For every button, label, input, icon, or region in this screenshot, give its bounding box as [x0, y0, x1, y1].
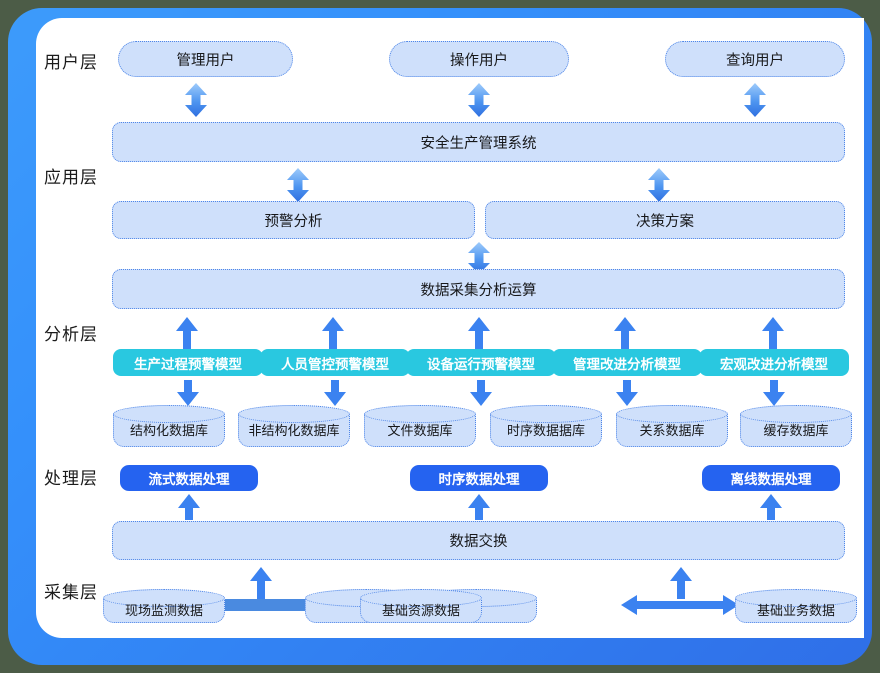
arrow-up-model-5 [760, 316, 786, 350]
user-actor-box-1[interactable]: 管理用户 [118, 41, 293, 77]
analysis-model-label-2: 人员管控预警模型 [281, 356, 389, 372]
database-cylinder-1[interactable]: 结构化数据库 [113, 405, 225, 447]
analysis-model-label-5: 宏观改进分析模型 [720, 356, 828, 372]
analysis-engine-label: 数据采集分析运算 [420, 282, 537, 299]
analysis-model-pill-2[interactable]: 人员管控预警模型 [260, 349, 410, 376]
processor-label-3: 离线数据处理 [730, 472, 812, 487]
application-module-label-2: 决策方案 [636, 213, 694, 230]
processor-pill-2[interactable]: 时序数据处理 [410, 465, 548, 491]
arrow-up-processor-1 [177, 493, 201, 521]
application-module-label-1: 预警分析 [264, 213, 323, 230]
arrow-double-app-2 [645, 167, 673, 203]
arrow-double-engine [465, 241, 493, 275]
arrow-down-db-3 [469, 379, 493, 407]
connector-bar-left [222, 599, 322, 611]
analysis-model-label-1: 生产过程预警模型 [134, 356, 242, 372]
user-actor-label-2: 操作用户 [450, 52, 508, 69]
cylinder-top [113, 405, 225, 423]
arrow-double-user-1 [182, 82, 210, 118]
analysis-model-pill-5[interactable]: 宏观改进分析模型 [699, 349, 849, 376]
processor-label-1: 流式数据处理 [148, 472, 230, 487]
application-module-box-2[interactable]: 决策方案 [485, 201, 845, 239]
system-label: 安全生产管理系统 [420, 135, 537, 152]
layer-label-application: 应用层 [44, 168, 98, 187]
arrow-double-app-1 [284, 167, 312, 203]
user-actor-box-3[interactable]: 查询用户 [665, 41, 845, 77]
cylinder-top [735, 589, 857, 607]
layer-label-collection: 采集层 [44, 583, 98, 602]
database-label-5: 关系数据库 [639, 422, 705, 438]
analysis-model-label-3: 设备运行预警模型 [427, 356, 535, 372]
analysis-model-pill-3[interactable]: 设备运行预警模型 [406, 349, 556, 376]
data-exchange-label: 数据交换 [449, 534, 508, 550]
arrow-up-model-1 [174, 316, 200, 350]
cylinder-top [103, 589, 225, 607]
arrow-up-source-2 [668, 566, 694, 600]
cylinder-top [238, 405, 350, 423]
arrow-double-user-2 [465, 82, 493, 118]
database-label-1: 结构化数据库 [129, 422, 208, 438]
data-exchange-box[interactable]: 数据交换 [112, 521, 845, 560]
source-cylinder-1[interactable]: 现场监测数据 [103, 589, 225, 623]
arrow-up-processor-3 [759, 493, 783, 521]
user-actor-label-1: 管理用户 [176, 52, 235, 69]
arrow-down-db-1 [176, 379, 200, 407]
arrow-down-db-2 [323, 379, 347, 407]
database-label-2: 非结构化数据库 [248, 422, 340, 438]
user-actor-box-2[interactable]: 操作用户 [389, 41, 569, 77]
arrow-up-model-2 [320, 316, 346, 350]
cylinder-top [616, 405, 728, 423]
arrow-up-model-3 [466, 316, 492, 350]
user-actor-label-3: 查询用户 [726, 52, 784, 69]
source-cylinder-3[interactable]: 基础业务数据 [735, 589, 857, 623]
source-label-1: 现场监测数据 [124, 602, 203, 618]
source-cylinder-2b[interactable]: 基础资源数据 [360, 589, 482, 623]
database-cylinder-6[interactable]: 缓存数据库 [740, 405, 852, 447]
layer-label-user: 用户层 [44, 53, 98, 72]
arrow-up-source-1 [248, 566, 274, 600]
arrow-up-model-4 [612, 316, 638, 350]
analysis-model-label-4: 管理改进分析模型 [573, 356, 681, 372]
arrow-down-db-4 [615, 379, 639, 407]
source-label-3: 基础业务数据 [756, 602, 835, 618]
processor-label-2: 时序数据处理 [438, 472, 520, 487]
database-label-6: 缓存数据库 [763, 422, 829, 438]
arrow-up-processor-2 [467, 493, 491, 521]
application-module-box-1[interactable]: 预警分析 [112, 201, 475, 239]
cylinder-top [740, 405, 852, 423]
processor-pill-1[interactable]: 流式数据处理 [120, 465, 258, 491]
database-label-3: 文件数据库 [387, 422, 453, 438]
analysis-model-pill-4[interactable]: 管理改进分析模型 [552, 349, 702, 376]
processor-pill-3[interactable]: 离线数据处理 [702, 465, 840, 491]
cylinder-top [360, 589, 482, 607]
analysis-model-pill-1[interactable]: 生产过程预警模型 [113, 349, 263, 376]
cylinder-top [364, 405, 476, 423]
database-label-4: 时序数据据库 [506, 422, 585, 438]
source-label-2: 基础资源数据 [381, 602, 460, 618]
analysis-engine-box[interactable]: 数据采集分析运算 [112, 269, 845, 309]
arrow-down-db-5 [762, 379, 786, 407]
system-box[interactable]: 安全生产管理系统 [112, 122, 845, 162]
database-cylinder-5[interactable]: 关系数据库 [616, 405, 728, 447]
arrow-double-user-3 [741, 82, 769, 118]
layer-label-analysis: 分析层 [44, 325, 98, 344]
database-cylinder-4[interactable]: 时序数据据库 [490, 405, 602, 447]
database-cylinder-2[interactable]: 非结构化数据库 [238, 405, 350, 447]
database-cylinder-3[interactable]: 文件数据库 [364, 405, 476, 447]
cylinder-top [490, 405, 602, 423]
layer-label-processing: 处理层 [44, 469, 98, 488]
arrow-double-horizontal [620, 592, 740, 618]
